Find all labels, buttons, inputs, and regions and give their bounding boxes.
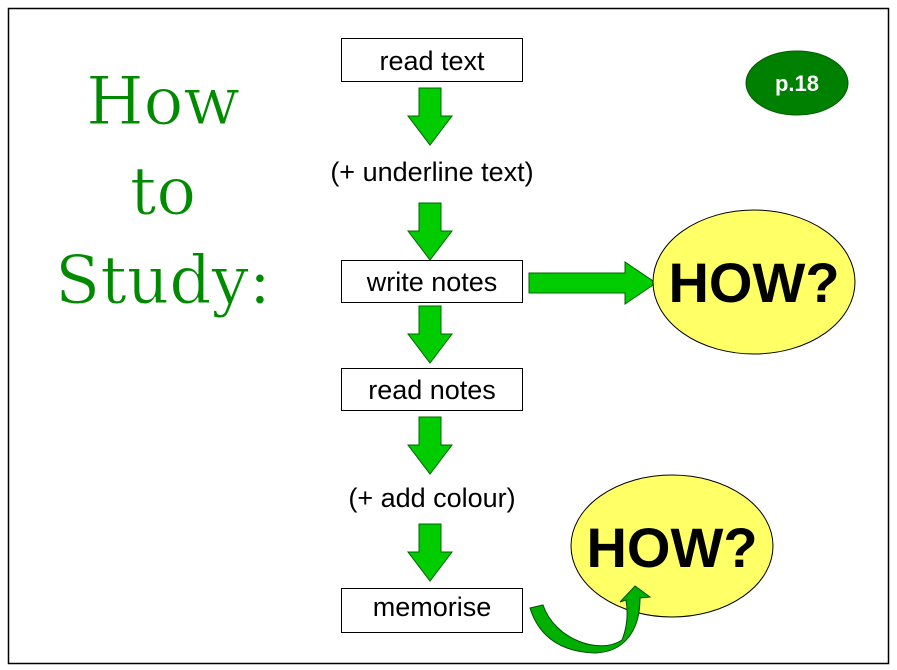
page-badge-label: p.18 [775, 71, 819, 96]
step-memorise-label: memorise [373, 592, 492, 622]
step-write-notes: write notes [341, 260, 523, 303]
title-line-3: Study: [55, 242, 271, 319]
down-arrow-icon [406, 416, 454, 475]
step-memorise: memorise [341, 588, 523, 633]
step-write-notes-label: write notes [366, 267, 498, 297]
title-line-2: to [130, 153, 196, 230]
down-arrow-icon [406, 202, 454, 261]
down-arrow-icon [406, 523, 454, 582]
step-underline-label: (+ underline text) [330, 157, 533, 187]
step-read-text: read text [341, 38, 523, 82]
step-read-notes: read notes [341, 368, 523, 411]
curved-arrow-icon [529, 585, 652, 654]
step-add-colour-label: (+ add colour) [348, 483, 515, 513]
down-arrow-icon [406, 305, 454, 364]
step-read-notes-label: read notes [368, 375, 496, 405]
page-badge [745, 50, 849, 116]
step-read-text-label: read text [379, 46, 485, 76]
how-bubble-1-label: HOW? [668, 251, 839, 314]
how-bubble-1 [652, 209, 856, 355]
title-line-1: How [86, 63, 240, 140]
down-arrow-icon [406, 87, 454, 146]
right-arrow-icon [528, 261, 657, 305]
how-bubble-2-label: HOW? [586, 516, 757, 579]
how-bubble-2 [570, 474, 774, 618]
